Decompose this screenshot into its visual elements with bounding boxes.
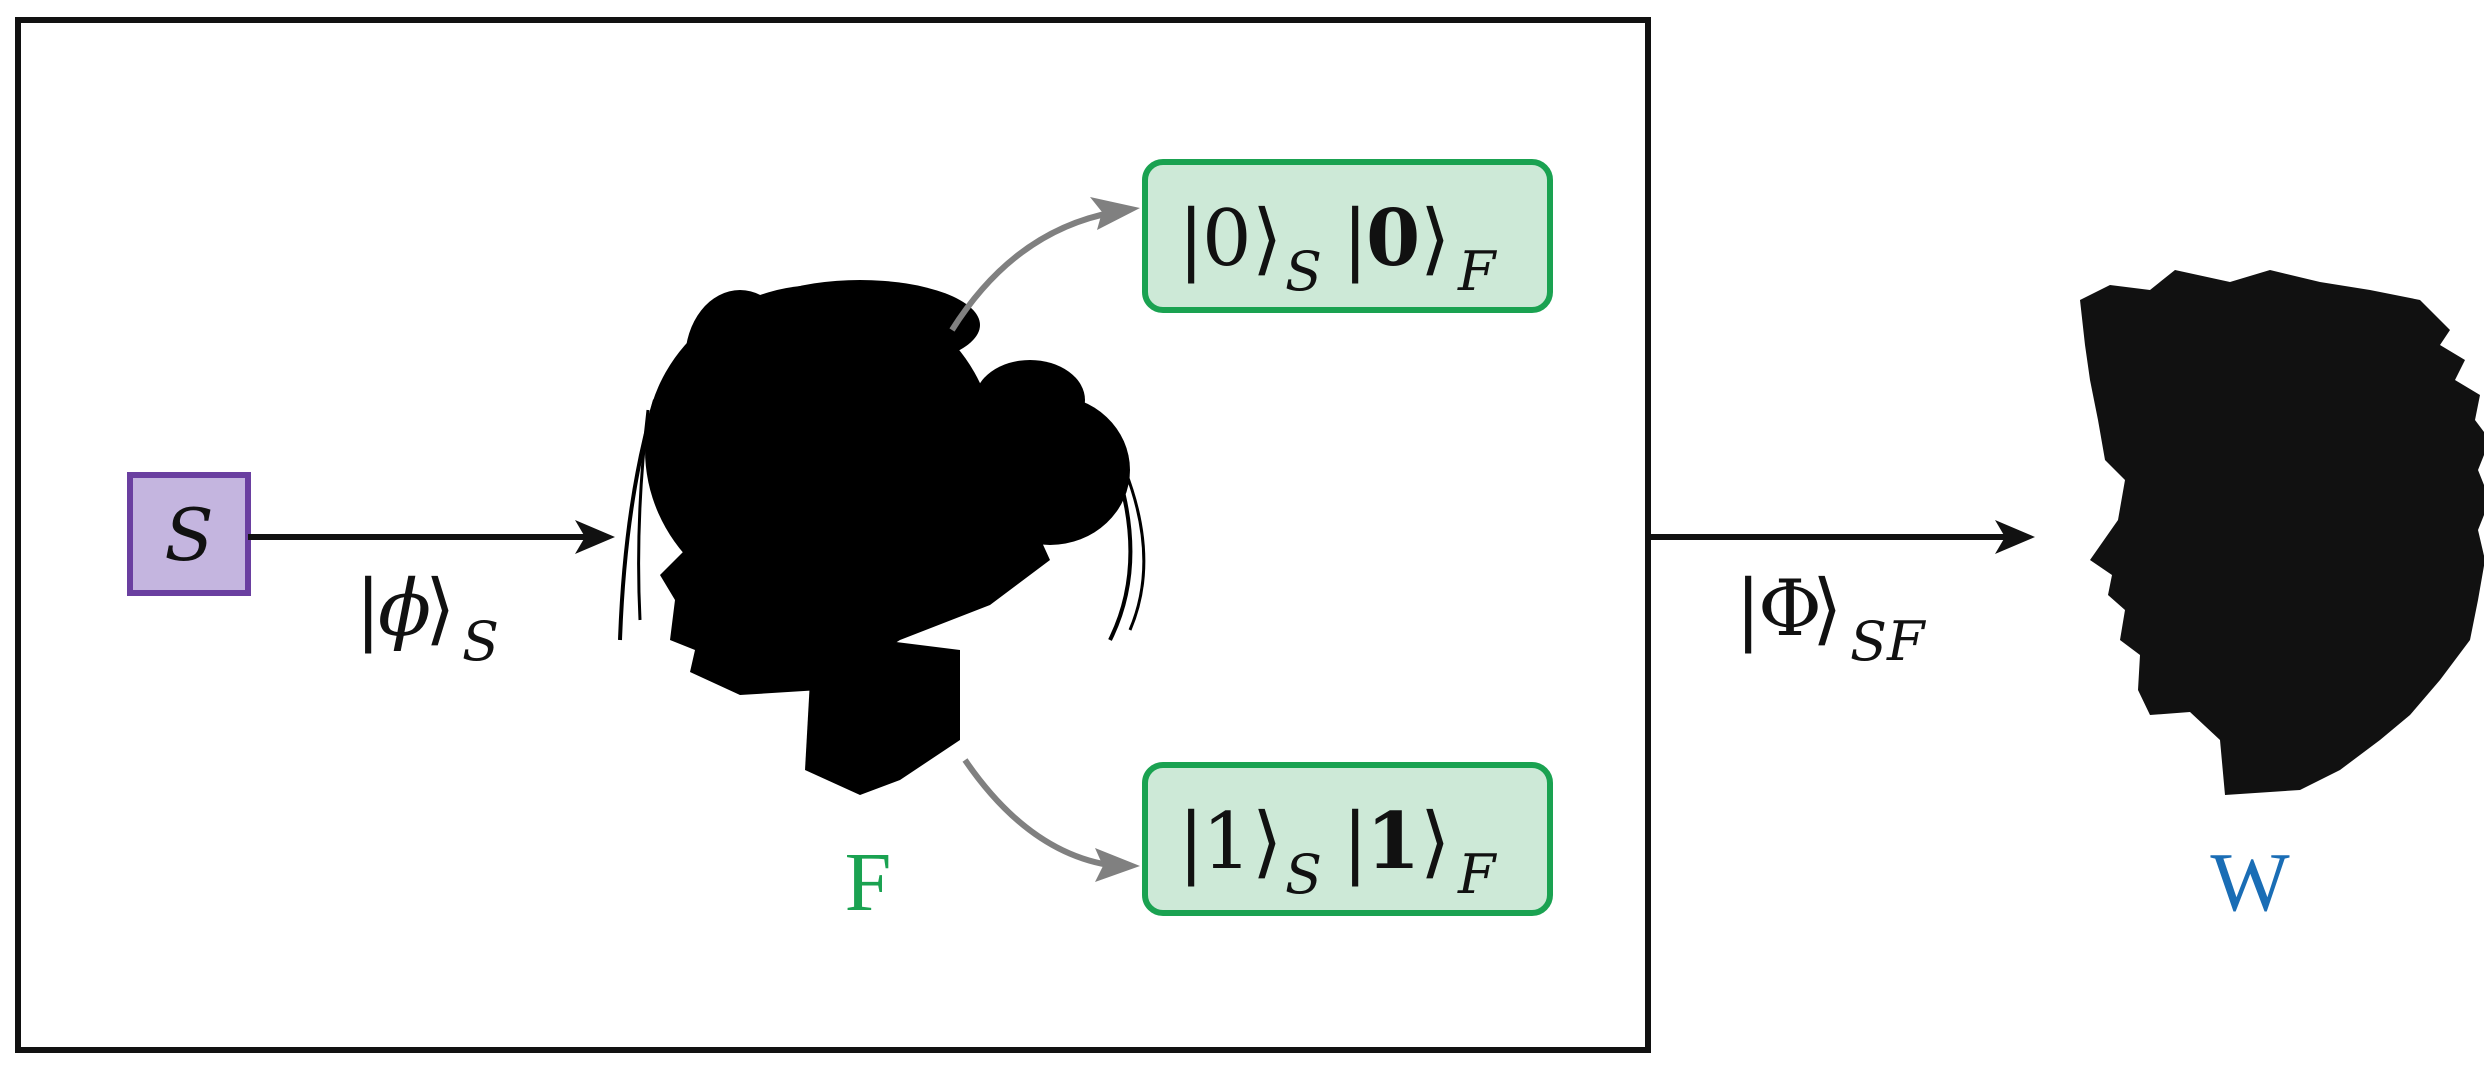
branch-top-friend-bracket: ⟩ [1420, 194, 1450, 284]
branch-top-sys-value: 0 [1202, 194, 1252, 284]
woman-silhouette-icon [618, 280, 1146, 795]
branch-bottom-friend-bracket: ⟩ [1420, 797, 1450, 887]
branch-box-top [1142, 159, 1553, 313]
branch-top-friend-bar: | [1342, 194, 1368, 284]
branch-bottom-friend-bar: | [1342, 797, 1368, 887]
branch-top-sys-bracket: ⟩ [1252, 194, 1282, 284]
branch-bottom-sys-subscript: S [1285, 843, 1322, 906]
branch-bottom-sys-bar: | [1178, 797, 1204, 887]
friend-label: F [845, 836, 892, 929]
output-state-subscript: SF [1850, 610, 1927, 673]
branch-bottom-friend-subscript: F [1457, 843, 1498, 906]
branch-top-friend-value: 0 [1366, 193, 1420, 284]
branch-bottom-sys-value: 1 [1202, 797, 1252, 887]
branch-box-bottom [1142, 762, 1553, 916]
branch-bottom-friend-value: 1 [1366, 796, 1420, 887]
branch-arrow-bottom [962, 758, 1116, 869]
output-state-label: | Φ ⟩ SF [1735, 564, 1927, 673]
input-arrowhead [575, 520, 615, 554]
output-arrowhead [1995, 520, 2035, 554]
branch-bottom-sys-bracket: ⟩ [1252, 797, 1282, 887]
input-state-bracket: ⟩ [425, 564, 455, 654]
system-box [127, 472, 251, 596]
input-state-bar: | [355, 564, 381, 654]
input-state-label: | ϕ ⟩ S [355, 564, 499, 673]
branch-top-friend-subscript: F [1457, 240, 1498, 303]
input-state-subscript: S [462, 610, 499, 673]
output-state-bar: | [1735, 564, 1761, 654]
branch-top-sys-bar: | [1178, 194, 1204, 284]
branch-state-top: | 0 ⟩ S | 0 ⟩ F [1178, 193, 1498, 303]
branch-arrowhead-top [1090, 197, 1140, 230]
input-state-symbol: ϕ [378, 564, 431, 654]
man-silhouette-icon [2080, 270, 2484, 795]
wigner-label: W [2210, 836, 2290, 929]
output-state-bracket: ⟩ [1812, 564, 1842, 654]
branch-top-sys-subscript: S [1285, 240, 1322, 303]
branch-state-bottom: | 1 ⟩ S | 1 ⟩ F [1178, 796, 1498, 906]
output-state-symbol: Φ [1758, 564, 1822, 654]
branch-arrowhead-bottom [1095, 848, 1140, 882]
branch-arrow-top [949, 209, 1116, 332]
system-label: S [164, 493, 213, 577]
